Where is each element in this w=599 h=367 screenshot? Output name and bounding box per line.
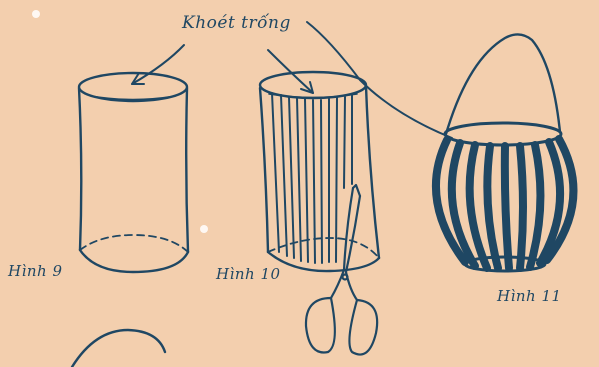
paper-speck <box>32 10 40 18</box>
can-fig9 <box>79 73 188 272</box>
partial-figure-arc <box>72 330 165 367</box>
annotation-label: Khoét trống <box>182 13 291 33</box>
lantern-strips <box>436 139 574 268</box>
paper-speck <box>200 225 208 233</box>
figure-label-10: Hình 10 <box>216 265 281 283</box>
can-fig10 <box>260 72 379 271</box>
figure-label-11: Hình 11 <box>497 287 562 305</box>
slit-lines <box>272 93 352 263</box>
lantern-fig11 <box>436 34 574 271</box>
figure-label-9: Hình 9 <box>8 262 63 280</box>
